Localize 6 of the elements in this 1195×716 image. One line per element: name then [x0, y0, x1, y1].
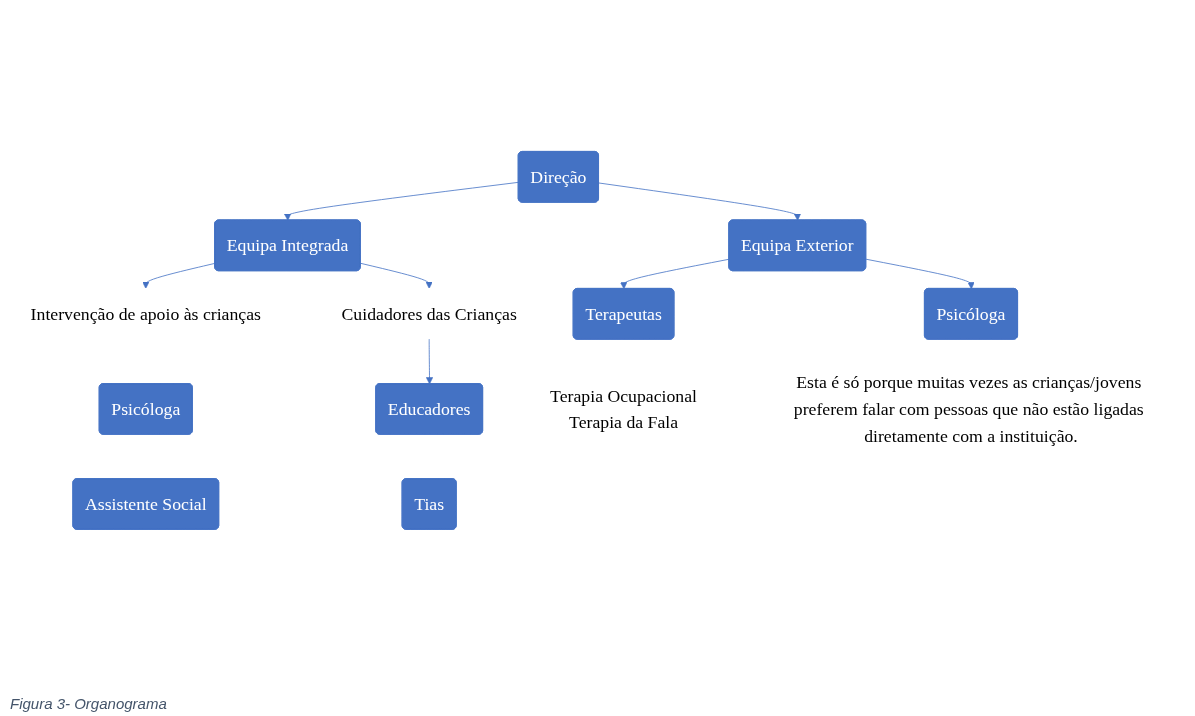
node-label: Terapia Ocupacional: [550, 385, 698, 406]
figure-caption: Figura 3- Organograma: [10, 695, 167, 712]
node-text: Intervenção de apoio às crianças: [30, 303, 261, 324]
node-label: Terapia da Fala: [569, 411, 679, 432]
node-label: Esta é só porque muitas vezes as crianças/jovens preferem falar com pessoas que não estão ligadas diretamente com a instituição.: [793, 371, 1144, 446]
node-text: Cuidadores das Crianças: [341, 303, 517, 324]
